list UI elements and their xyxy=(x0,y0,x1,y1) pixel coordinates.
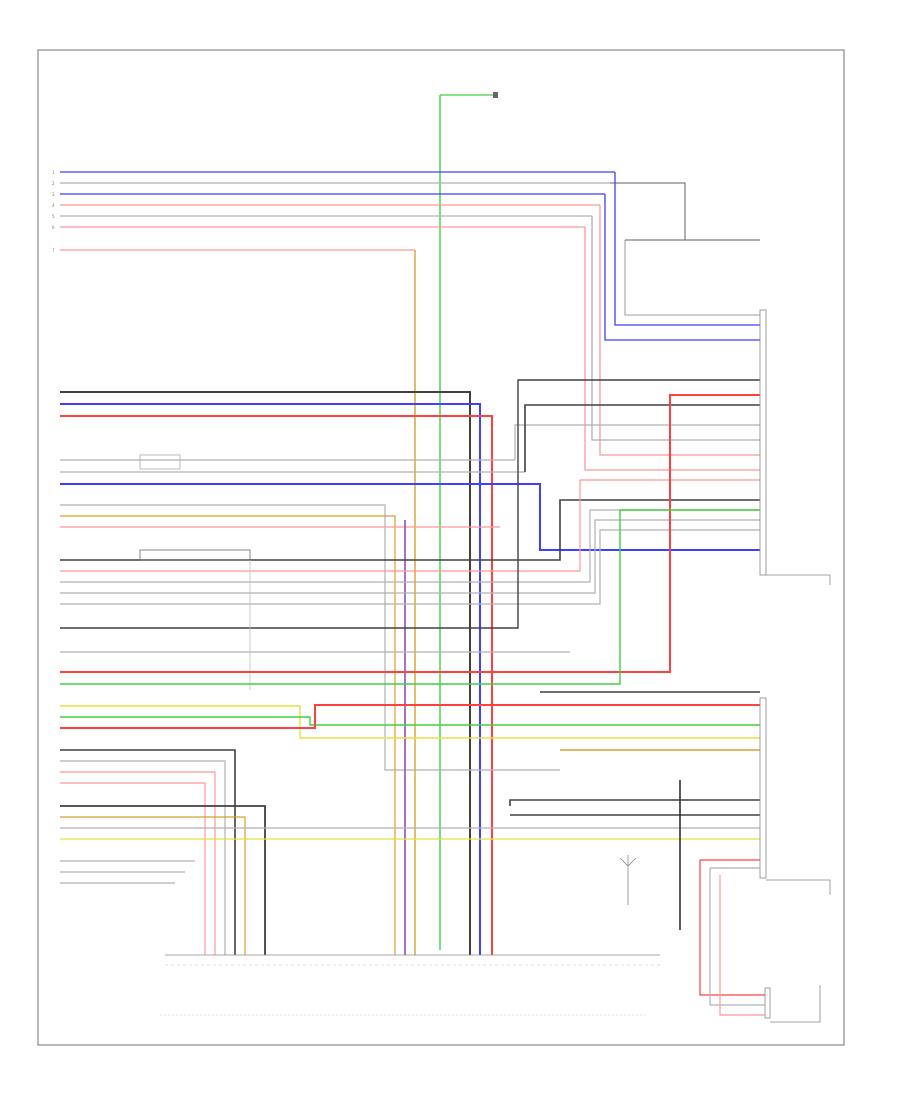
mid-wire-bundle-2 xyxy=(60,404,760,551)
svg-text:7: 7 xyxy=(52,248,55,253)
antenna-symbol xyxy=(619,855,637,905)
audio-unit xyxy=(759,697,831,895)
mid-wire-bundle-4 xyxy=(60,379,760,690)
svg-text:2: 2 xyxy=(52,181,55,186)
mid-wire-bundle-3 xyxy=(60,504,560,955)
svg-text:6: 6 xyxy=(52,225,55,230)
svg-text:4: 4 xyxy=(52,203,55,208)
aux-jack xyxy=(699,859,821,1023)
svg-text:5: 5 xyxy=(52,214,55,219)
mid-wire-bundle-5 xyxy=(60,394,760,685)
main-control-unit-connector xyxy=(160,954,660,1016)
left-pin-numbers: 1 2 3 4 5 6 7 xyxy=(52,170,55,253)
lower-wire-bundle-1 xyxy=(60,691,760,751)
lower-wire-bundle-2 xyxy=(60,749,760,955)
diagram-frame xyxy=(37,49,845,1046)
top-connector xyxy=(439,92,498,950)
top-wire-bundle xyxy=(60,171,760,955)
svg-text:1: 1 xyxy=(52,170,55,175)
mid-wire-bundle-1 xyxy=(60,391,493,955)
display-unit xyxy=(759,309,831,585)
svg-text:3: 3 xyxy=(52,192,55,197)
